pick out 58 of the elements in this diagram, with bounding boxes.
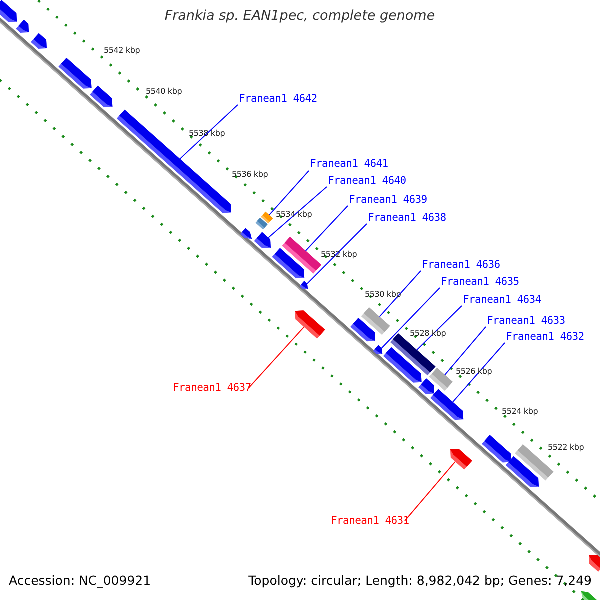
gene-block: [256, 218, 268, 230]
gene-block: [90, 86, 113, 108]
gene-block: [0, 0, 18, 22]
leader-line: [444, 326, 486, 376]
gene-block: [429, 368, 453, 391]
scale-label: 5542 kbp: [104, 46, 140, 55]
leader-line: [180, 104, 238, 160]
gene-block: [58, 58, 92, 89]
leader-line: [248, 326, 305, 388]
gene-block: [116, 110, 232, 214]
gene-block: [383, 347, 422, 383]
leader-line: [452, 342, 506, 403]
gene-label: Franean1_4631: [331, 515, 410, 527]
gene-label: Franean1_4642: [239, 93, 318, 105]
leader-line: [268, 186, 328, 238]
gene-block: [418, 378, 434, 394]
gene-label: Franean1_4640: [328, 175, 406, 187]
gene-block: [300, 281, 308, 290]
gene-label: Franean1_4635: [441, 276, 520, 288]
gene-block: [430, 389, 464, 420]
leader-line: [305, 206, 348, 252]
scale-label: 5528 kbp: [410, 329, 446, 338]
accession-label: Accession: NC_009921: [9, 573, 152, 588]
gene-block: [240, 228, 252, 240]
scale-label: 5538 kbp: [189, 129, 226, 138]
gene-block: [581, 591, 599, 600]
leader-line: [379, 270, 422, 318]
scale-label: 5524 kbp: [502, 407, 538, 416]
gene-label: Franean1_4637: [173, 382, 252, 394]
gene-label: Franean1_4632: [506, 331, 584, 343]
scale-label: 5534 kbp: [276, 210, 312, 219]
gene-label: Franean1_4638: [368, 212, 446, 224]
scale-label: 5540 kbp: [146, 87, 182, 96]
gene-block: [282, 237, 322, 274]
gene-block: [482, 435, 512, 463]
gene-block: [589, 555, 600, 572]
leader-line: [306, 224, 368, 284]
leader-line: [404, 461, 456, 522]
gene-block: [373, 345, 383, 354]
gene-label: Franean1_4634: [463, 294, 542, 306]
gene-block: [450, 448, 472, 470]
gene-label: Franean1_4633: [487, 315, 566, 327]
leader-line: [381, 288, 440, 349]
leader-line: [416, 306, 462, 351]
scale-label: 5522 kbp: [548, 443, 584, 452]
gene-block: [506, 456, 539, 488]
gene-label: Franean1_4639: [349, 194, 428, 206]
scale-label: 5526 kbp: [456, 367, 492, 376]
gene-label: Franean1_4641: [310, 158, 388, 170]
gene-block: [361, 308, 390, 336]
gene-label: Franean1_4636: [422, 259, 500, 271]
gene-block: [31, 33, 47, 49]
leader-line: [268, 170, 310, 216]
gene-block: [254, 232, 271, 249]
gene-block: [16, 20, 30, 33]
genome-stats: Topology: circular; Length: 8,982,042 bp; Genes: 7,249: [248, 573, 592, 588]
gene-block: [295, 310, 326, 339]
title: Frankia sp. EAN1pec, complete genome: [164, 8, 436, 24]
